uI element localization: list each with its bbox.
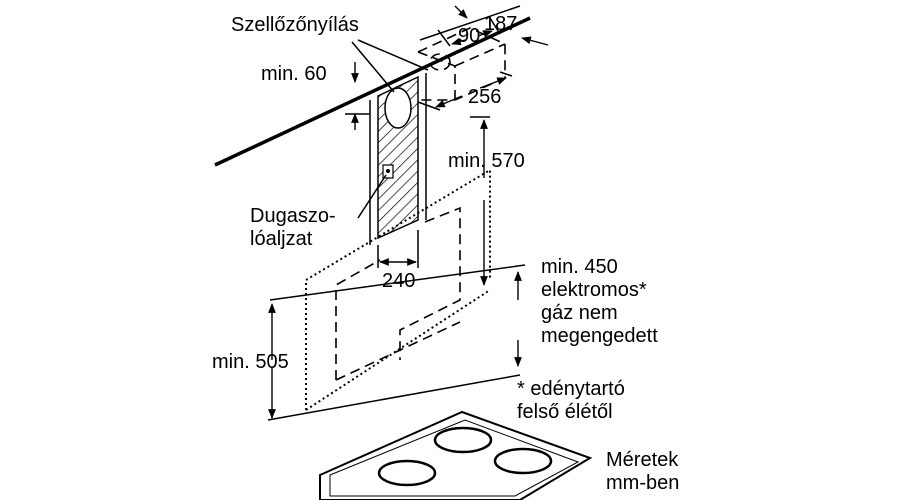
label-hob-note-4: megengedett bbox=[541, 325, 658, 347]
label-footnote-1: * edénytartó bbox=[517, 378, 625, 400]
hood-outline-dotted bbox=[305, 168, 491, 411]
dimension-min570 bbox=[470, 116, 490, 286]
label-units-2: mm-ben bbox=[606, 472, 679, 494]
label-dim-256: 256 bbox=[468, 86, 501, 108]
hob-burner bbox=[433, 426, 493, 454]
label-socket-line1: Dugaszo- bbox=[250, 205, 336, 227]
label-min505: min. 505 bbox=[212, 351, 289, 373]
label-dim-240: 240 bbox=[382, 270, 415, 292]
hob-burner bbox=[493, 447, 553, 475]
label-hob-note-3: gáz nem bbox=[541, 302, 618, 324]
label-hob-note-1: min. 450 bbox=[541, 256, 618, 278]
dimension-min60 bbox=[345, 62, 370, 130]
hob-burner bbox=[377, 459, 437, 487]
label-units-1: Méretek bbox=[606, 449, 679, 471]
socket-leader-line bbox=[357, 174, 387, 219]
counter-line-lower bbox=[267, 374, 521, 421]
label-vent-opening: Szellőzőnyílás bbox=[231, 14, 359, 36]
vent-leader-line bbox=[357, 39, 429, 71]
label-dim-187: 187 bbox=[484, 13, 517, 35]
label-min570: min. 570 bbox=[448, 150, 525, 172]
counter-line-upper bbox=[269, 264, 526, 301]
vent-opening-circle bbox=[384, 87, 412, 129]
hob bbox=[319, 410, 593, 500]
dimension-256 bbox=[417, 71, 513, 111]
ceiling-line bbox=[214, 16, 531, 167]
chimney-duct bbox=[377, 75, 419, 240]
dimension-240 bbox=[377, 230, 419, 268]
air-outlet-dashed bbox=[417, 27, 506, 101]
label-hob-note-2: elektromos* bbox=[541, 279, 647, 301]
vent-leader-line bbox=[351, 41, 395, 93]
dimension-187-90 bbox=[419, 5, 549, 47]
label-dim-90: 90 bbox=[458, 25, 480, 47]
label-socket-line2: lóaljzat bbox=[250, 228, 313, 250]
label-footnote-2: felső élétől bbox=[517, 401, 613, 423]
label-min60: min. 60 bbox=[261, 63, 327, 85]
hood-outline-dashed bbox=[335, 206, 461, 381]
